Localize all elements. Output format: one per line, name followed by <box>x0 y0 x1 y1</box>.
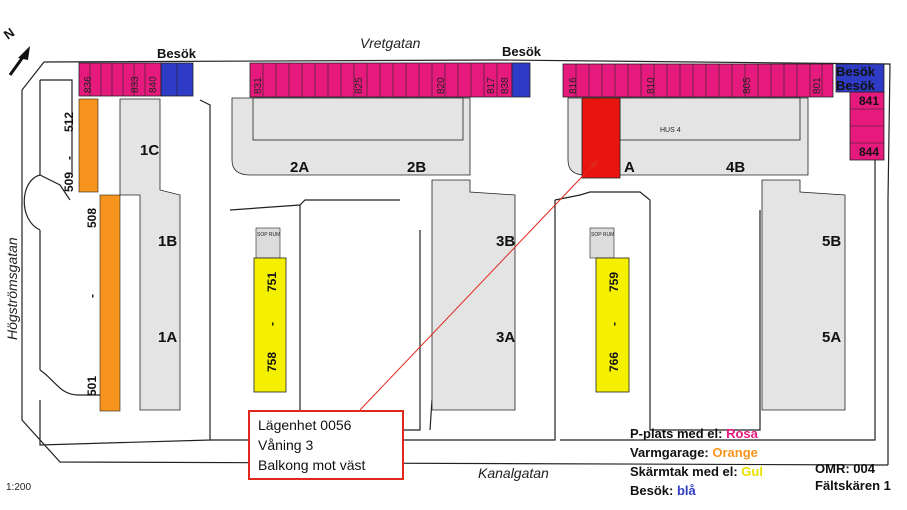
legend-row: Besök: blå <box>630 481 763 500</box>
parking-num: 805 <box>742 77 753 94</box>
parking-num: 509 <box>62 172 76 192</box>
parking-row-841: 841 844 <box>835 63 885 161</box>
parking-num: - <box>62 156 76 160</box>
apartment-callout: Lägenhet 0056 Våning 3 Balkong mot väst <box>248 410 404 480</box>
scale-label: 1:200 <box>6 482 32 493</box>
compass-label: N <box>1 25 17 43</box>
callout-line-1: Lägenhet 0056 <box>258 417 352 433</box>
parking-num: - <box>265 322 279 326</box>
parking-num: 501 <box>85 376 99 396</box>
carport-right: SOP RUM 759 - 766 <box>589 227 630 393</box>
parking-num: 838 <box>500 77 511 94</box>
visitor-label: Besök <box>836 64 876 79</box>
parking-num: 801 <box>812 77 823 94</box>
building-label: 4B <box>726 159 745 176</box>
hus-label: HUS 4 <box>660 127 681 134</box>
callout-arrow <box>359 161 597 411</box>
buildings <box>119 97 846 411</box>
legend-row: P-plats med el: Rosa <box>630 424 763 443</box>
compass-icon: N <box>1 25 30 76</box>
building-label: 3B <box>496 233 515 250</box>
parking-num: 817 <box>486 77 497 94</box>
parking-num: 766 <box>607 352 621 372</box>
tiny-label: SOP RUM <box>591 232 614 238</box>
street-north: Vretgatan <box>360 35 421 51</box>
arrow-head-icon <box>590 160 598 168</box>
building-label: A <box>624 159 635 176</box>
parking-num: 836 <box>83 76 94 93</box>
parking-num: 758 <box>265 352 279 372</box>
parking-num: 831 <box>253 77 264 94</box>
legend-value: Gul <box>741 464 763 479</box>
callout-line-3: Balkong mot väst <box>258 457 366 473</box>
building-label: 2B <box>407 159 426 176</box>
legend-label: P-plats med el: <box>630 426 723 441</box>
legend-row: Skärmtak med el: Gul <box>630 462 763 481</box>
parking-num: 820 <box>436 77 447 94</box>
building-label: 1B <box>158 233 177 250</box>
parking-num: 810 <box>646 77 657 94</box>
tiny-label: SOP RUM <box>257 232 280 238</box>
legend-row: Varmgarage: Orange <box>630 443 763 462</box>
visitor-label: Besök <box>157 46 197 61</box>
garage-west: 512 - 509 508 - 501 <box>62 98 121 412</box>
building-label: 5A <box>822 329 841 346</box>
parking-num: - <box>607 322 621 326</box>
legend: P-plats med el: Rosa Varmgarage: Orange … <box>630 424 763 500</box>
legend-label: Skärmtak med el: <box>630 464 738 479</box>
legend-label: Besök: <box>630 483 674 498</box>
parking-num: 759 <box>607 272 621 292</box>
omr-line-1: OMR: 004 <box>815 461 875 476</box>
parking-row-836: 836 833 840 <box>78 62 194 97</box>
legend-label: Varmgarage: <box>630 445 709 460</box>
building-label: 1C <box>140 142 159 159</box>
parking-num: 816 <box>568 77 579 94</box>
parking-num: 840 <box>148 76 159 93</box>
area-label: OMR: 004 Fältskären 1 <box>815 460 891 494</box>
street-south: Kanalgatan <box>478 465 549 481</box>
parking-num: - <box>85 294 99 298</box>
visitor-label: Besök <box>836 78 876 93</box>
legend-value: Orange <box>712 445 758 460</box>
parking-row-831: 831 825 820 817 838 <box>249 62 531 98</box>
parking-num: 844 <box>859 145 879 159</box>
parking-num: 508 <box>85 208 99 228</box>
parking-num: 825 <box>354 77 365 94</box>
parking-num: 751 <box>265 272 279 292</box>
apartment-highlight <box>581 97 621 179</box>
parking-num: 512 <box>62 112 76 132</box>
omr-line-2: Fältskären 1 <box>815 478 891 493</box>
building-label: 1A <box>158 329 177 346</box>
building-label: 2A <box>290 159 309 176</box>
visitor-parking-2 <box>511 62 531 98</box>
carport-left: SOP RUM 751 - 758 <box>253 227 287 393</box>
legend-value: blå <box>676 483 696 498</box>
legend-value: Rosa <box>726 426 758 441</box>
building-label: 3A <box>496 329 515 346</box>
visitor-parking-3 <box>835 63 885 93</box>
callout-line-2: Våning 3 <box>258 437 314 453</box>
street-west: Högströmsgatan <box>4 237 20 340</box>
parking-row-816: 816 810 805 801 <box>562 63 834 98</box>
parking-num: 833 <box>130 76 141 93</box>
building-label: 5B <box>822 233 841 250</box>
visitor-label: Besök <box>502 44 542 59</box>
parking-num: 841 <box>859 94 879 108</box>
